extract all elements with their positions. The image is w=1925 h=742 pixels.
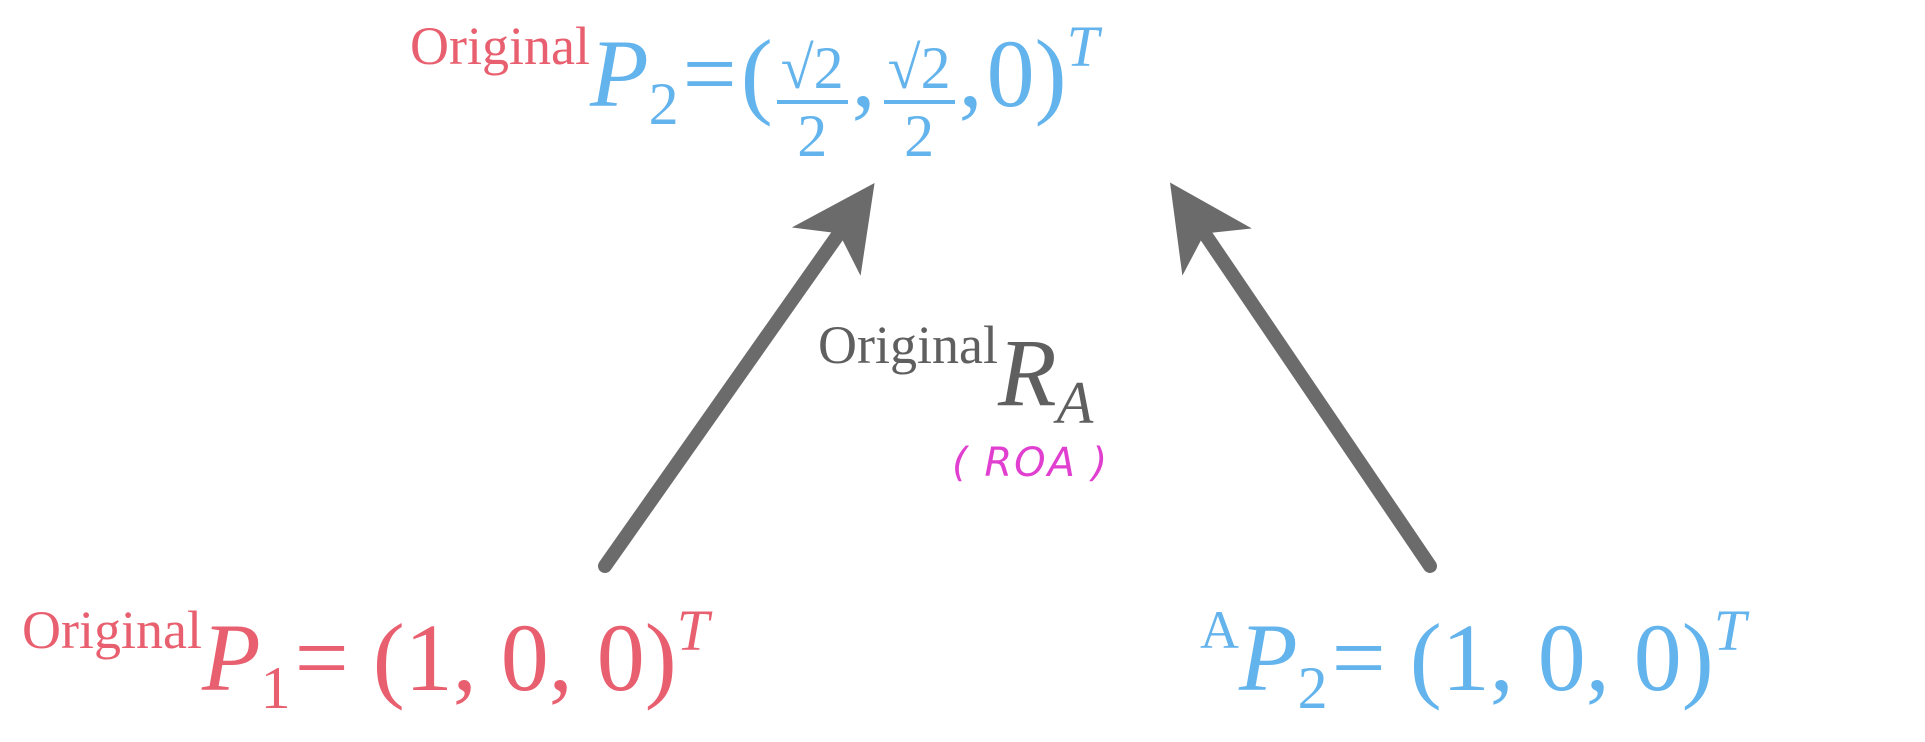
bottom-left-frame-label: Original: [22, 600, 202, 660]
rotation-symbol: R: [997, 319, 1057, 426]
top-frame-label: Original: [410, 16, 590, 76]
bottom-left-vector-expression: OriginalP1 = (1, 0, 0)T: [22, 600, 709, 721]
bottom-right-vector-expression: AP2 = (1, 0, 0)T: [1200, 600, 1746, 721]
bottom-left-value: = (1, 0, 0): [294, 604, 677, 711]
bottom-left-subscript: 1: [260, 655, 291, 721]
rotation-annotation: ( ROA ): [952, 440, 1110, 486]
arrow-right: [1170, 182, 1437, 573]
bottom-right-symbol: P: [1239, 604, 1298, 711]
top-symbol: P: [589, 20, 649, 127]
bottom-right-transpose: T: [1713, 598, 1746, 663]
top-fraction-1-denominator: 2: [797, 103, 828, 170]
top-equals: =: [682, 20, 737, 127]
top-last-component: 0): [986, 20, 1067, 127]
rotation-frame-label: Original: [818, 315, 998, 375]
top-separator-2: ,: [958, 20, 983, 127]
top-separator-1: ,: [851, 20, 876, 127]
top-fraction-1-numerator: √2: [776, 38, 848, 105]
bottom-right-subscript: 2: [1297, 655, 1328, 721]
bottom-left-transpose: T: [676, 598, 709, 663]
top-subscript: 2: [648, 71, 679, 137]
top-open-paren: (: [740, 20, 773, 127]
rotation-expression: OriginalRA: [818, 318, 1093, 433]
top-fraction-2-numerator: √2: [883, 38, 955, 105]
bottom-left-symbol: P: [201, 604, 261, 711]
bottom-right-value: = (1, 0, 0): [1331, 604, 1714, 711]
rotation-subscript: A: [1056, 370, 1094, 436]
top-fraction-2-denominator: 2: [904, 103, 935, 170]
top-transpose: T: [1066, 14, 1099, 79]
arrow-left: [598, 182, 875, 573]
bottom-right-frame-label: A: [1200, 600, 1239, 660]
